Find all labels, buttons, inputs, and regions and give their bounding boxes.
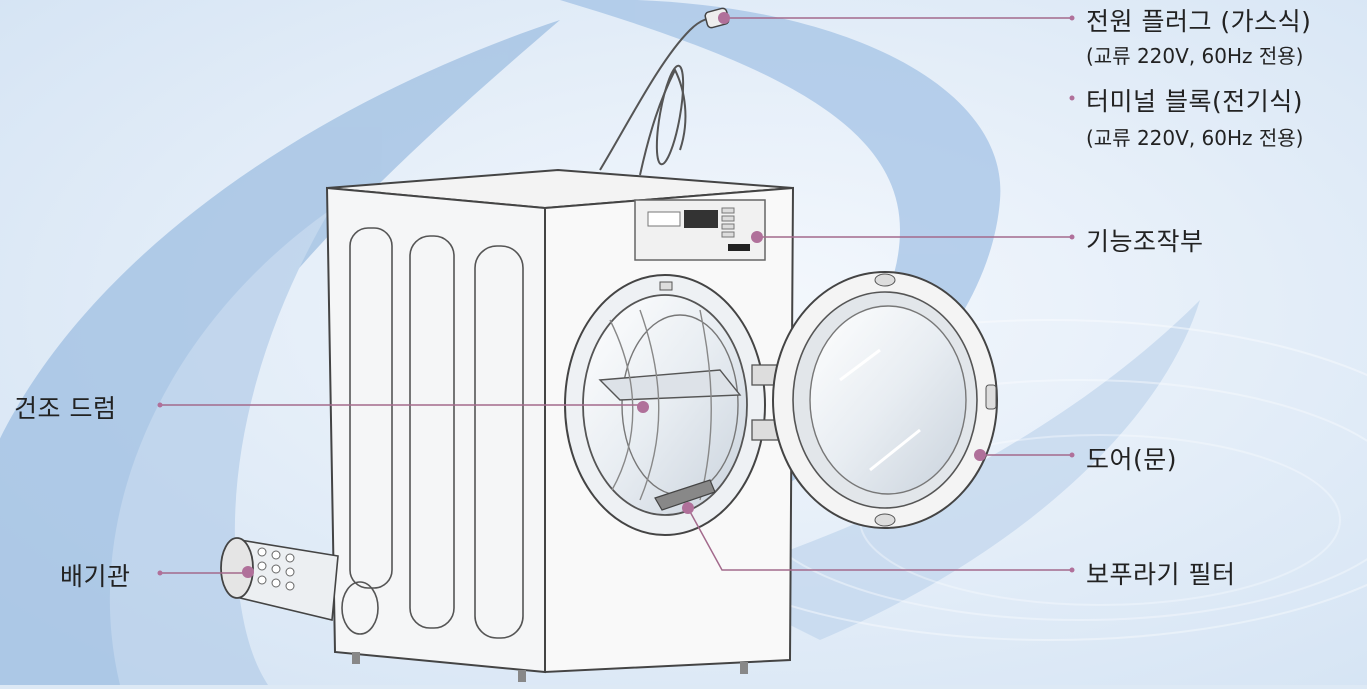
control-panel-graphic [635, 200, 765, 260]
label-exhaust-pipe: 배기관 [60, 557, 131, 593]
label-terminal-block-note: (교류 220V, 60Hz 전용) [1086, 122, 1303, 151]
label-lint-filter: 보푸라기 필터 [1086, 555, 1235, 591]
door-graphic [773, 272, 997, 528]
label-terminal-block: 터미널 블록(전기식) [1086, 82, 1303, 118]
label-power-plug-note: (교류 220V, 60Hz 전용) [1086, 40, 1303, 69]
dryer-side-panel [327, 188, 545, 672]
label-control-panel: 기능조작부 [1086, 222, 1204, 258]
label-drum: 건조 드럼 [14, 389, 116, 425]
label-door: 도어(문) [1086, 440, 1177, 476]
label-power-plug: 전원 플러그 (가스식) [1086, 2, 1311, 38]
